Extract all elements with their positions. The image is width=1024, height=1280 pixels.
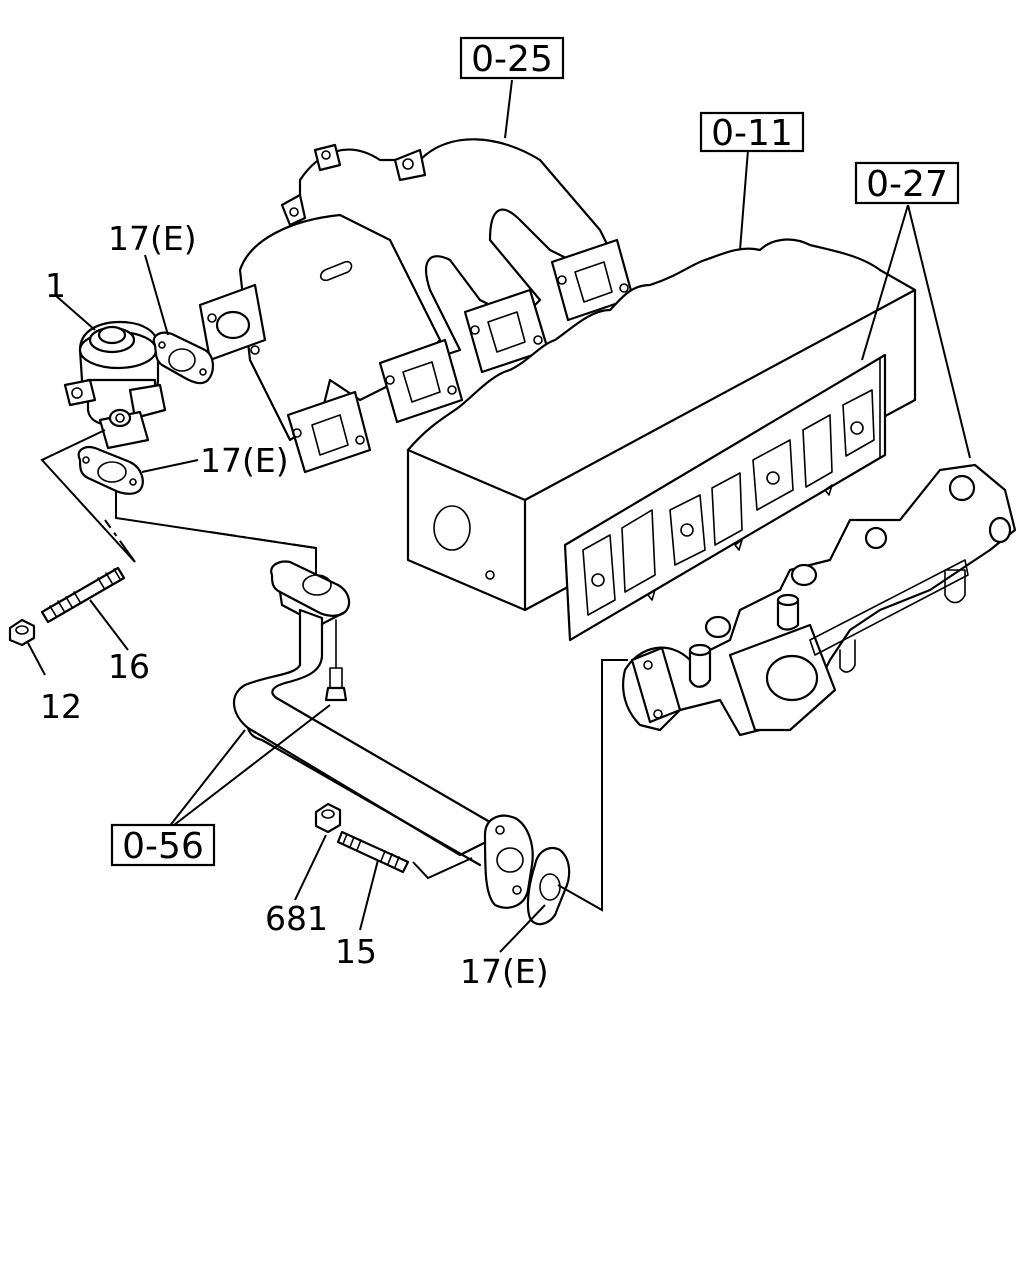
intake-manifold (198, 138, 635, 474)
exhaust-gasket-plate (563, 353, 887, 642)
cylinder-head (406, 238, 917, 612)
ref-label-0-27: 0-27 (866, 164, 948, 205)
ref-box-0-11: 0-11 (699, 111, 805, 154)
part-label-17e-top: 17(E) (108, 219, 197, 258)
gasket-valve-bottom (77, 446, 144, 495)
part-label-16: 16 (108, 647, 150, 686)
ref-label-0-11: 0-11 (711, 113, 793, 154)
part-label-15: 15 (335, 932, 377, 971)
exhaust-manifold (622, 463, 1017, 737)
egr-valve (63, 320, 167, 450)
nut-12 (8, 618, 36, 647)
stud-16 (40, 566, 126, 624)
stud-15 (336, 830, 410, 874)
egr-pipe (233, 560, 534, 909)
gasket-valve-top (152, 331, 214, 385)
ref-label-0-56: 0-56 (122, 826, 204, 867)
gasket-pipe-end (526, 847, 571, 926)
part-label-17e-bottom: 17(E) (460, 952, 549, 991)
ref-box-0-25: 0-25 (459, 36, 565, 80)
part-label-681: 681 (265, 899, 328, 938)
part-label-17e-middle: 17(E) (200, 441, 289, 480)
nut-681 (314, 802, 342, 834)
intake-flange-2 (378, 338, 464, 424)
ref-box-0-56: 0-56 (110, 823, 216, 867)
part-label-1: 1 (45, 266, 66, 305)
part-label-12: 12 (40, 687, 82, 726)
assembly-lines (40, 429, 628, 912)
intake-flange-1 (286, 390, 372, 474)
leader-lines (27, 79, 971, 953)
ref-box-0-27: 0-27 (854, 161, 960, 205)
ref-label-0-25: 0-25 (471, 39, 553, 80)
